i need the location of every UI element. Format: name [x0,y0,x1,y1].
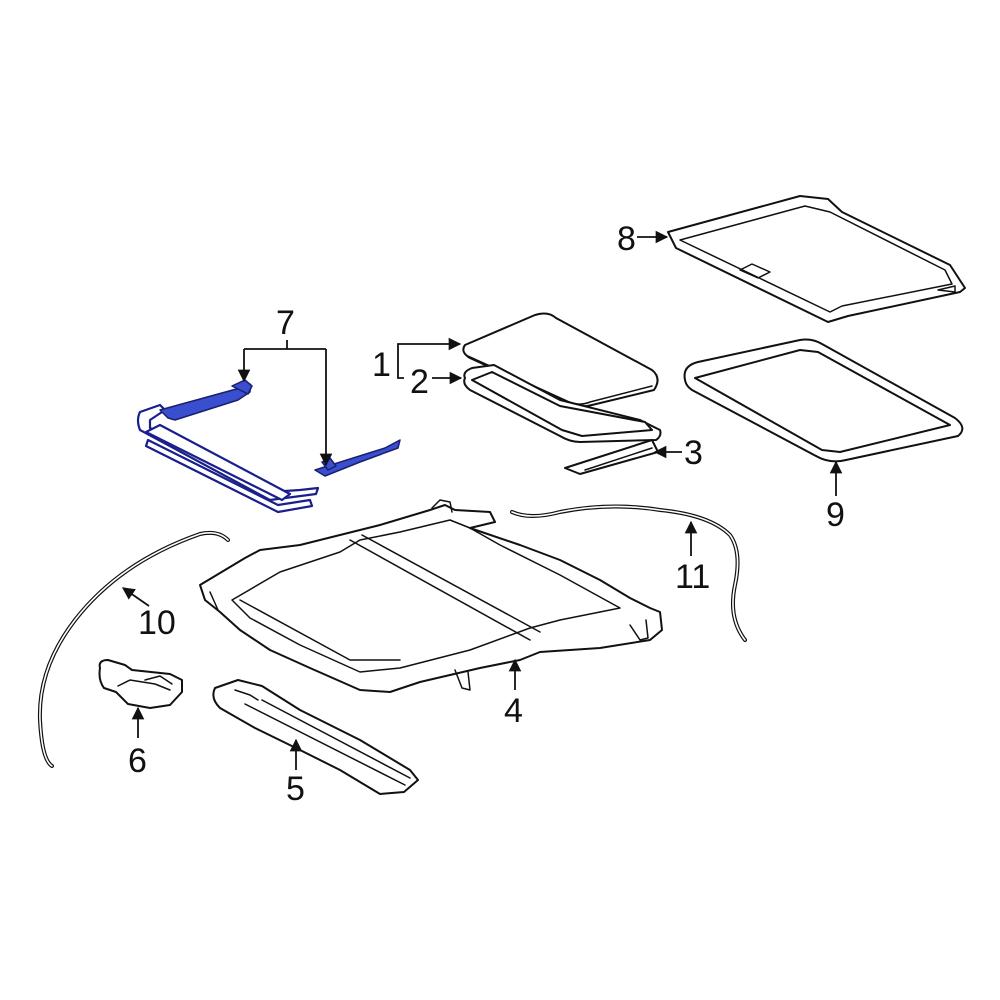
callout-2[interactable]: 2 [410,363,429,401]
part-5-rail-piece[interactable] [212,679,419,795]
callout-1[interactable]: 1 [372,346,391,384]
callout-3[interactable]: 3 [684,434,703,472]
part-4-frame[interactable] [199,499,663,693]
part-3-deflector[interactable] [564,439,659,475]
callout-labels: 8 1 2 3 7 9 11 10 4 6 5 [128,220,845,808]
callout-8[interactable]: 8 [617,220,636,258]
callout-11[interactable]: 11 [675,558,710,596]
part-11-drain-hose[interactable] [510,504,747,642]
callout-6[interactable]: 6 [128,742,147,780]
callout-10[interactable]: 10 [138,604,176,642]
part-7-drive-rails[interactable] [136,379,401,514]
callout-4[interactable]: 4 [504,692,523,730]
part-2-weatherstrip[interactable] [463,364,662,443]
callout-9[interactable]: 9 [826,496,845,534]
callout-5[interactable]: 5 [286,770,305,808]
part-9-seal[interactable] [683,338,964,463]
part-10-drain-hose[interactable] [37,530,230,768]
part-8-sunshade[interactable] [667,195,966,323]
callout-7[interactable]: 7 [276,304,295,342]
part-6-motor[interactable] [98,659,183,709]
leader-lines [121,230,843,770]
